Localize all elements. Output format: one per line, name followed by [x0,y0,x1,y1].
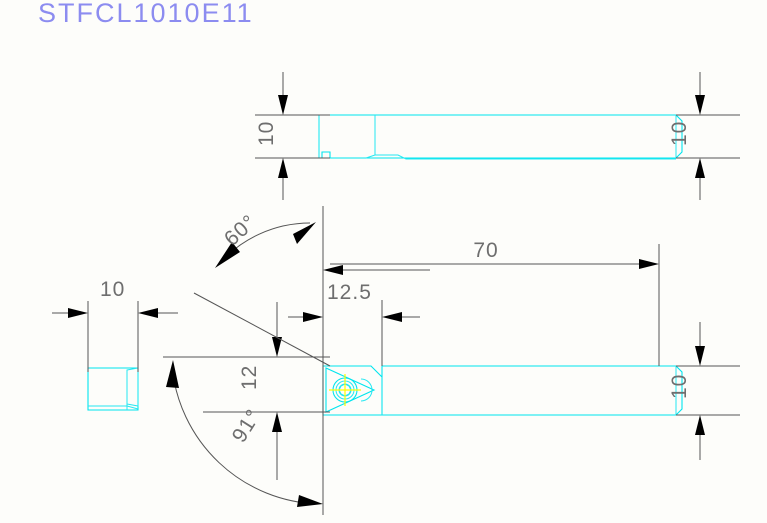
dim-text-head-width: 12.5 [327,281,372,304]
front-view-shank-outline [381,365,683,416]
side-view-bottom-edge [88,405,139,410]
arrow-lead-angle-start [215,242,240,268]
dim-cutting-edge-offset: 12 [163,302,330,480]
dim-text-lead-angle: 60° [220,210,261,250]
arrow-approach-angle-end [297,495,323,507]
arrow-side-right [68,308,88,318]
dim-text-cutting-edge-offset: 12 [238,365,261,390]
front-view-group [322,365,683,416]
arrow-70-right [639,259,659,269]
arrow-12p5-leader [323,265,343,275]
dim-text-overhang-length: 70 [473,239,498,262]
arrow-front-right-up [695,415,705,435]
arrow-lead-angle-end [293,222,316,244]
dim-text-approach-angle: 91° [228,405,266,447]
arrow-top-right-up [695,158,705,178]
arrow-top-left-down [278,95,288,115]
arrow-side-left [138,308,158,318]
top-view-group [318,114,683,160]
arrow-front-right-down [695,346,705,366]
arrow-12-up [272,412,282,432]
dim-text-front-right-height: 10 [668,374,691,399]
arrow-top-right-down [695,95,705,115]
dim-front-right-height: 10 [668,322,740,460]
dim-text-top-right-height: 10 [668,121,691,146]
dim-head-width: 12.5 [288,240,430,366]
arrow-12-down [272,337,282,357]
insert-nose-radius [360,378,373,402]
side-view-outline [87,367,139,411]
arrow-approach-angle-start [166,360,179,388]
dim-text-top-left-height: 10 [255,121,278,146]
top-view-lower-edge-step [365,154,676,160]
side-view-group [87,367,139,411]
arrow-top-left-up [278,158,288,178]
dim-lead-angle: 60° [193,210,331,367]
page-title: STFCL1010E11 [38,0,254,28]
dim-top-left-height: 10 [255,72,330,200]
lead-angle-leg [193,292,331,367]
dim-overhang-length: 70 [322,206,660,366]
side-view-chamfer-right [126,367,139,407]
dim-side-width: 10 [52,278,178,372]
dim-top-right-height: 10 [668,72,740,200]
approach-angle-arc [171,365,319,505]
arrow-12p5-left [382,312,402,322]
top-view-shank-outline [318,114,683,159]
arrow-12p5-right [303,312,323,322]
dim-text-side-width: 10 [100,278,125,301]
